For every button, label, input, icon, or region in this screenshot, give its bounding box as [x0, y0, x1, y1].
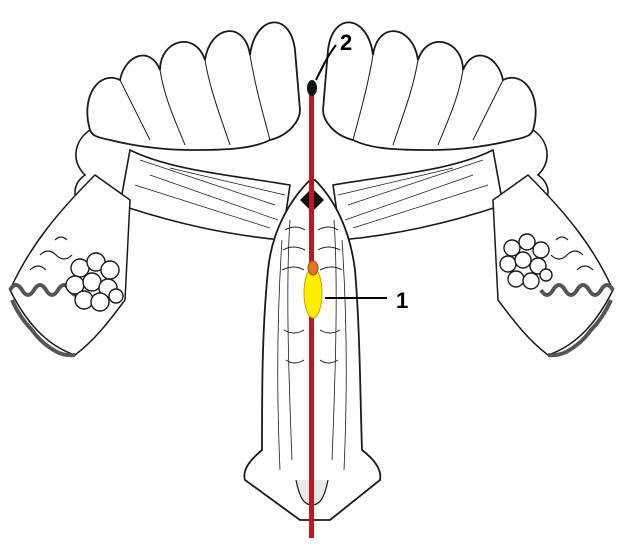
ovary-right: [500, 234, 552, 289]
label-2: 2: [340, 30, 352, 55]
label-1: 1: [396, 288, 408, 313]
black-catheter-tip: [307, 80, 317, 96]
balloon-tip: [308, 261, 318, 275]
